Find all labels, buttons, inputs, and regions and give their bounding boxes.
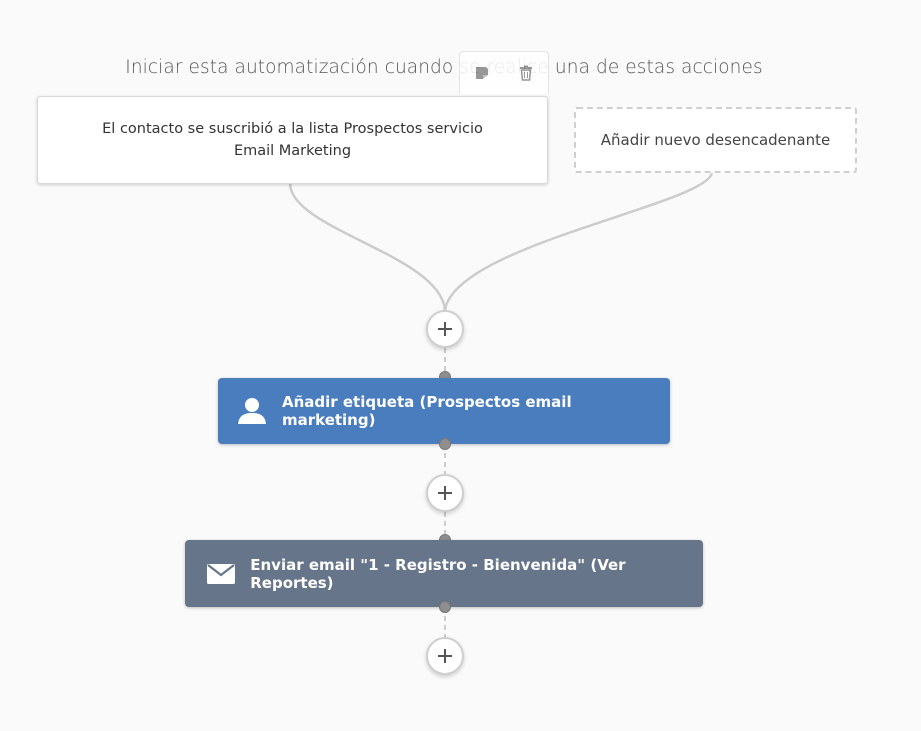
connector-trigger-2 [443, 172, 714, 311]
connector-dot [439, 438, 451, 450]
add-step-button[interactable] [426, 637, 464, 675]
trigger-text: El contacto se suscribió a la lista Pros… [102, 121, 483, 159]
trigger-card[interactable]: El contacto se suscribió a la lista Pros… [37, 96, 548, 184]
add-trigger-button[interactable]: Añadir nuevo desencadenante [574, 107, 857, 173]
step-add-tag-label: Añadir etiqueta (Prospectos email market… [281, 393, 572, 429]
automation-start-heading: Iniciar esta automatización cuando se re… [125, 57, 763, 78]
edit-icon[interactable] [471, 62, 493, 84]
step-add-tag[interactable]: Añadir etiqueta (Prospectos email market… [218, 378, 670, 444]
step-send-email-label: Enviar email "1 - Registro - Bienvenida"… [250, 555, 626, 592]
step-send-email[interactable]: Enviar email "1 - Registro - Bienvenida"… [185, 540, 703, 607]
trigger-toolbar [459, 51, 549, 94]
add-step-button[interactable] [426, 474, 464, 512]
connector-trigger-1 [288, 183, 447, 311]
plus-icon [438, 649, 452, 663]
add-trigger-label: Añadir nuevo desencadenante [600, 131, 831, 149]
trash-icon[interactable] [515, 62, 537, 84]
add-step-button[interactable] [426, 310, 464, 348]
user-icon [236, 395, 268, 427]
plus-icon [438, 322, 452, 336]
connector-dot [439, 601, 451, 613]
envelope-icon [205, 558, 236, 590]
plus-icon [438, 486, 452, 500]
